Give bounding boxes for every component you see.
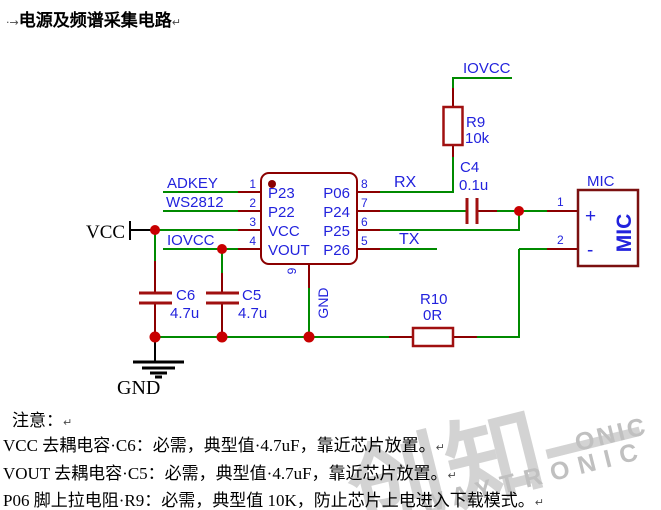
chip-pin-number-1: 1 bbox=[249, 177, 256, 191]
chip-pin-number-9: 9 bbox=[285, 267, 299, 274]
pin-stubs bbox=[154, 88, 578, 338]
mic-rotated-label: MIC bbox=[613, 214, 636, 253]
chip-pin-name-p25: P25 bbox=[323, 223, 350, 240]
r10-ref-label: R10 bbox=[420, 291, 448, 308]
junction-gnd-rail-2 bbox=[216, 331, 228, 343]
note-line-text: P06 脚上拉电阻·R9：必需，典型值 10K，防止芯片上电进入下载模式。 bbox=[3, 491, 535, 510]
chip-pin-number-7: 7 bbox=[361, 196, 368, 210]
c4-value-label: 0.1u bbox=[459, 177, 488, 194]
chip-pin-name-p23: P23 bbox=[268, 185, 295, 202]
chip-pin-name-p24: P24 bbox=[323, 204, 350, 221]
junction-gnd-rail-1 bbox=[149, 331, 161, 343]
chip-pin-name-p06: P06 bbox=[323, 185, 350, 202]
return-format-mark: ↵ bbox=[171, 16, 181, 29]
return-format-mark: ↵ bbox=[63, 416, 73, 429]
note-line-3: P06 脚上拉电阻·R9：必需，典型值 10K，防止芯片上电进入下载模式。↵ bbox=[3, 486, 544, 510]
chip-pin-number-4: 4 bbox=[249, 234, 256, 248]
chip-pin-name-vcc: VCC bbox=[268, 223, 300, 240]
junction-iovcc bbox=[217, 244, 227, 254]
chip-pin-number-6: 6 bbox=[361, 215, 368, 229]
capacitor-plates bbox=[139, 198, 479, 305]
junction-gnd-rail-3 bbox=[303, 331, 315, 343]
mic-minus-label: - bbox=[587, 240, 593, 261]
junction-dots bbox=[149, 206, 524, 343]
chip-pin-name-vout: VOUT bbox=[268, 242, 310, 259]
junction-vcc bbox=[150, 225, 160, 235]
note-line-text: VOUT 去耦电容·C5：必需，典型值·4.7uF，靠近芯片放置。 bbox=[3, 464, 448, 483]
chip-pin-name-gnd: GND bbox=[315, 287, 331, 318]
vcc-port-label: VCC bbox=[86, 222, 125, 243]
r10-value-label: 0R bbox=[423, 307, 442, 324]
mic-pin-number-1: 1 bbox=[557, 195, 564, 209]
c4-ref-label: C4 bbox=[460, 159, 479, 176]
r10-body bbox=[411, 326, 455, 348]
net-label-adkey: ADKEY bbox=[167, 175, 218, 192]
section-title-text: 电源及频谱采集电路 bbox=[18, 11, 172, 30]
section-title: ·→电源及频谱采集电路↵ bbox=[6, 6, 181, 31]
mic-pin-number-2: 2 bbox=[557, 233, 564, 247]
net-label-rx: RX bbox=[394, 174, 417, 191]
chip-pin1-marker bbox=[268, 180, 276, 188]
tab-format-mark: ·→ bbox=[6, 16, 19, 29]
schematic-labels: ADKEY WS2812 IOVCC IOVCC RX TX 1 2 3 4 8… bbox=[166, 60, 636, 324]
net-label-iovcc-left: IOVCC bbox=[167, 232, 215, 249]
net-label-tx: TX bbox=[399, 231, 420, 248]
c6-value-label: 4.7u bbox=[170, 305, 199, 322]
c6-ref-label: C6 bbox=[176, 287, 195, 304]
chip-pin-name-p26: P26 bbox=[323, 242, 350, 259]
r9-value-label: 10k bbox=[465, 130, 490, 147]
return-format-mark: ↵ bbox=[435, 441, 445, 454]
chip-pin-number-2: 2 bbox=[249, 196, 256, 210]
chip-pin-name-p22: P22 bbox=[268, 204, 295, 221]
notes-heading-text: 注意： bbox=[12, 411, 63, 430]
mic-plus-label: + bbox=[585, 206, 596, 227]
c5-value-label: 4.7u bbox=[238, 305, 267, 322]
mic-title-label: MIC bbox=[587, 173, 615, 190]
chip-pin-number-3: 3 bbox=[249, 215, 256, 229]
chip-pin-number-5: 5 bbox=[361, 234, 368, 248]
net-label-ws2812: WS2812 bbox=[166, 194, 224, 211]
circuit-schematic: ADKEY WS2812 IOVCC IOVCC RX TX 1 2 3 4 8… bbox=[86, 60, 640, 399]
note-line-2: VOUT 去耦电容·C5：必需，典型值·4.7uF，靠近芯片放置。↵ bbox=[3, 459, 457, 484]
r9-ref-label: R9 bbox=[466, 114, 485, 131]
chip-body bbox=[260, 172, 358, 265]
return-format-mark: ↵ bbox=[447, 469, 457, 482]
return-format-mark: ↵ bbox=[534, 496, 544, 509]
gnd-port-label: GND bbox=[117, 377, 160, 399]
chip-pin-number-8: 8 bbox=[361, 177, 368, 191]
black-symbols bbox=[129, 221, 184, 379]
net-label-iovcc-top: IOVCC bbox=[463, 60, 511, 77]
note-line-1: VCC 去耦电容·C6：必需，典型值·4.7uF，靠近芯片放置。↵ bbox=[3, 431, 445, 456]
notes-heading: 注意：↵ bbox=[12, 406, 72, 431]
junction-mic-plus bbox=[514, 206, 524, 216]
note-line-text: VCC 去耦电容·C6：必需，典型值·4.7uF，靠近芯片放置。 bbox=[3, 436, 436, 455]
mic-connector-body bbox=[576, 188, 640, 268]
c5-ref-label: C5 bbox=[242, 287, 261, 304]
r9-body bbox=[442, 105, 464, 147]
